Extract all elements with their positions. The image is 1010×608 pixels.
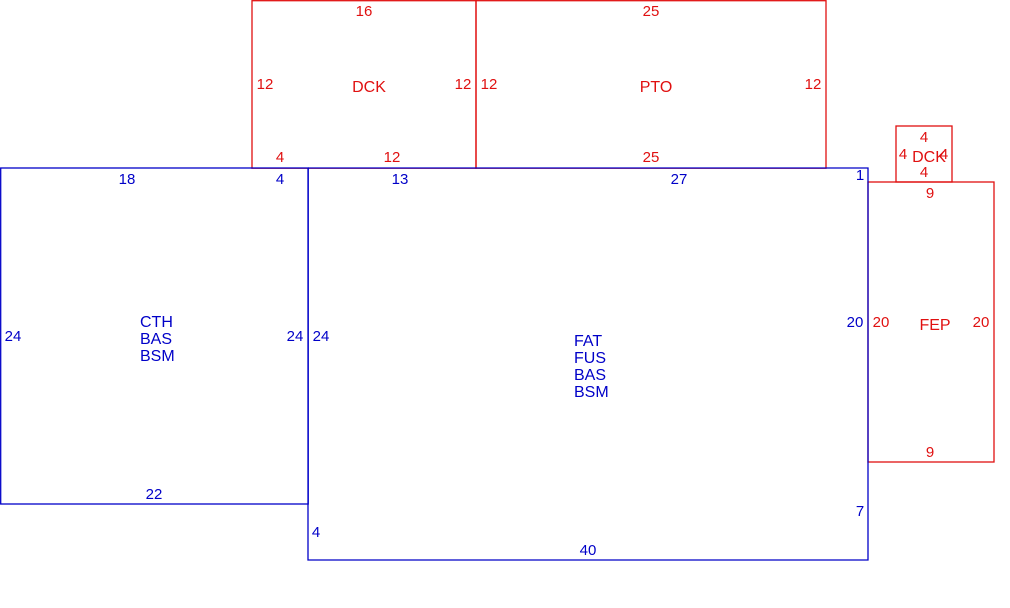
main-block-dim-corner: 1 bbox=[856, 167, 864, 184]
main-block-dim-right-lower: 7 bbox=[856, 503, 864, 520]
main-block-dim-top-right: 27 bbox=[671, 171, 688, 188]
left-block-dim-right: 24 bbox=[287, 328, 304, 345]
main-block-code-1: FAT bbox=[574, 333, 602, 350]
deck-small-dim-left: 4 bbox=[899, 146, 907, 163]
porch-code: PTO bbox=[640, 79, 673, 96]
left-block-dim-top-right: 4 bbox=[276, 171, 284, 188]
fep-dim-right: 20 bbox=[973, 314, 990, 331]
left-block-dim-top: 18 bbox=[119, 171, 136, 188]
main-block-dim-bottom-left: 4 bbox=[312, 524, 320, 541]
deck-top-dim-bottom-left: 4 bbox=[276, 149, 284, 166]
main-block-dim-right: 20 bbox=[847, 314, 864, 331]
deck-top-dim-right: 12 bbox=[455, 76, 472, 93]
deck-top-dim-bottom: 12 bbox=[384, 149, 401, 166]
left-block-dim-bottom: 22 bbox=[146, 486, 163, 503]
main-block-dim-bottom: 40 bbox=[580, 542, 597, 559]
left-block-dim-left: 24 bbox=[5, 328, 22, 345]
left-block-code-1: CTH bbox=[140, 314, 173, 331]
fep-dim-left: 20 bbox=[873, 314, 890, 331]
porch-dim-right: 12 bbox=[805, 76, 822, 93]
fep-dim-top: 9 bbox=[926, 185, 934, 202]
main-block-code-4: BSM bbox=[574, 384, 609, 401]
fep-code: FEP bbox=[919, 317, 950, 334]
deck-top-dim-top: 16 bbox=[356, 3, 373, 20]
main-block-dim-top-left: 13 bbox=[392, 171, 409, 188]
left-block-code-3: BSM bbox=[140, 348, 175, 365]
main-block-outline bbox=[307, 167, 869, 561]
main-block-code-2: FUS bbox=[574, 350, 606, 367]
deck-small-code: DCK bbox=[912, 149, 946, 166]
main-block-dim-left: 24 bbox=[313, 328, 330, 345]
deck-small-dim-bottom: 4 bbox=[920, 164, 928, 181]
deck-small-dim-top: 4 bbox=[920, 129, 928, 146]
deck-top-code: DCK bbox=[352, 79, 386, 96]
porch-dim-bottom: 25 bbox=[643, 149, 660, 166]
porch-dim-top: 25 bbox=[643, 3, 660, 20]
deck-top-dim-left: 12 bbox=[257, 76, 274, 93]
main-block-code-3: BAS bbox=[574, 367, 606, 384]
fep-dim-bottom: 9 bbox=[926, 444, 934, 461]
deck-small-dim-right: 4 bbox=[940, 146, 948, 163]
left-block-code-2: BAS bbox=[140, 331, 172, 348]
porch-dim-left: 12 bbox=[481, 76, 498, 93]
